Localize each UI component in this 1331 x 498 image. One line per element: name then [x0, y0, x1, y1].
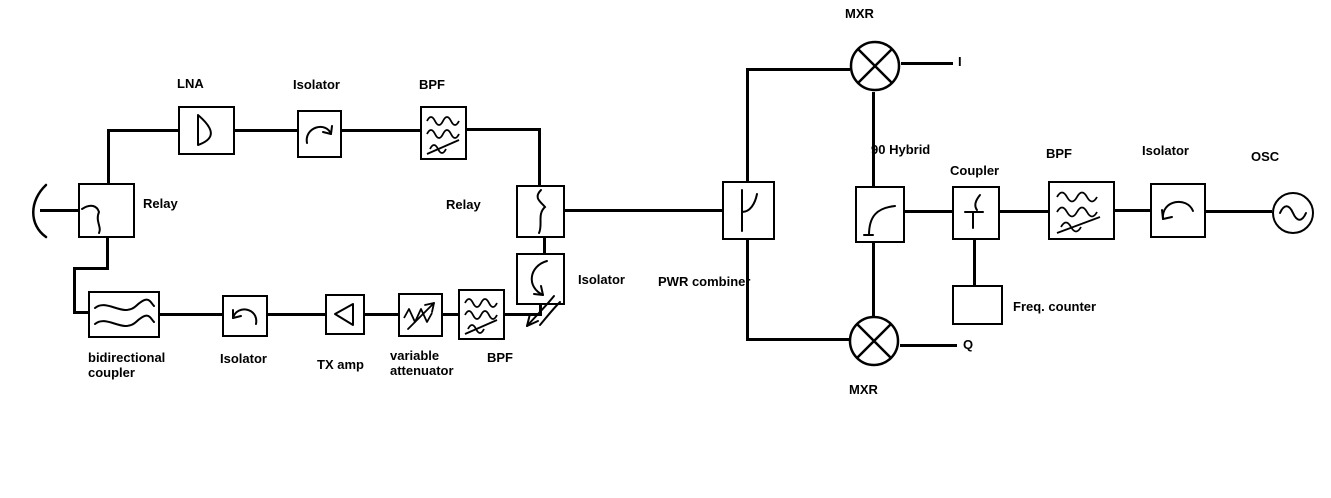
wire-pwr-up: [746, 68, 749, 181]
isolator-lo-label: Isolator: [1142, 143, 1189, 158]
bandpass-filter-icon: [464, 298, 498, 335]
bandpass-filter-icon: [426, 116, 460, 155]
relay-right-box: [516, 185, 565, 238]
isolator-rx-label: Isolator: [293, 77, 340, 92]
bpf-rx-label: BPF: [419, 77, 445, 92]
hybrid-curve-icon: [863, 205, 896, 236]
wire-bpf-corner: [467, 128, 541, 131]
relay-left-label: Relay: [143, 196, 178, 211]
bpf-tx-box: [458, 289, 505, 340]
wire-isolator-bpf: [342, 129, 420, 132]
relay-symbol-icon: [81, 204, 101, 234]
osc-label: OSC: [1251, 149, 1280, 164]
isolator-arrow-icon: [305, 125, 333, 144]
isolator-mid-label: Isolator: [578, 272, 625, 287]
wire-bpftx-right: [505, 313, 542, 316]
pwr-combiner-label: PWR combiner: [658, 274, 751, 289]
amplifier-triangle-icon: [197, 114, 212, 146]
mxr-top-label: MXR: [845, 6, 874, 21]
bpf-rx-box: [420, 106, 467, 160]
mxr-bottom-label: MXR: [849, 382, 878, 397]
mxr-bottom-symbol: [848, 315, 900, 367]
coupler-icon: [964, 194, 984, 229]
wire-mxr-top-hybrid: [872, 92, 875, 186]
lna-box: [178, 106, 235, 155]
bpf-lo-label: BPF: [1046, 146, 1072, 161]
isolator-mid-box: [516, 253, 565, 305]
relay-left-box: [78, 183, 135, 238]
wire-relay2-pwr: [565, 209, 722, 212]
variable-attenuator-label: variable attenuator: [390, 348, 454, 378]
power-combiner-icon: [741, 189, 758, 232]
isolator-tx-label: Isolator: [220, 351, 267, 366]
wire-jog-left: [73, 267, 108, 270]
bpf-tx-label: BPF: [487, 350, 513, 365]
antenna-symbol: [24, 181, 50, 241]
wire-relay1-down: [106, 238, 109, 270]
variable-attenuator-box: [398, 293, 443, 337]
isolator-arrow-icon: [232, 308, 258, 325]
wire-coupler-bpf: [1000, 210, 1048, 213]
isolator-arrow-icon: [1161, 200, 1194, 220]
mixer-circle-x-icon: [849, 40, 901, 92]
pen-scribble-icon: [526, 295, 561, 327]
wire-mxr-top-i: [901, 62, 953, 65]
wire-hybrid-mxr-bottom: [872, 243, 875, 316]
osc-symbol: [1271, 191, 1315, 235]
relay-symbol-icon: [536, 189, 547, 234]
wire-relay1-lna: [107, 129, 178, 132]
wire-jog-down: [73, 267, 76, 314]
wire-isolator-txamp: [268, 313, 325, 316]
wire-lna-isolator: [235, 129, 297, 132]
oscillator-sine-icon: [1272, 192, 1314, 234]
mxr-top-symbol: [849, 40, 901, 92]
bpf-lo-box: [1048, 181, 1115, 240]
antenna-arc-icon: [32, 183, 48, 239]
bidirectional-coupler-box: [88, 291, 160, 338]
wire-txamp-atten: [365, 313, 398, 316]
coupled-lines-icon: [94, 298, 155, 327]
wire-jog-coupler: [73, 311, 88, 314]
isolator-rx-box: [297, 110, 342, 158]
q-port-label: Q: [963, 337, 974, 352]
wire-corner-relay2: [538, 128, 541, 185]
isolator-tx-box: [222, 295, 268, 337]
freq-counter-label: Freq. counter: [1013, 299, 1097, 314]
coupler-label: Coupler: [950, 163, 1000, 178]
wire-hybrid-coupler: [905, 210, 952, 213]
wire-relay2-isolator-mid: [543, 238, 546, 253]
tx-amp-box: [325, 294, 365, 335]
lna-label: LNA: [177, 76, 204, 91]
freq-counter-box: [952, 285, 1003, 325]
amplifier-triangle-icon: [334, 303, 354, 326]
pwr-combiner-box: [722, 181, 775, 240]
wire-pwr-down: [746, 240, 749, 341]
wire-isolator-osc: [1206, 210, 1272, 213]
wire-pwr-mxr-top: [746, 68, 850, 71]
bandpass-filter-icon: [1056, 191, 1101, 234]
relay-right-label: Relay: [446, 197, 481, 212]
hybrid-90-box: [855, 186, 905, 243]
wire-bicoupler-isolator: [160, 313, 222, 316]
hybrid-90-label: 90 Hybrid: [871, 142, 931, 157]
coupler-box: [952, 186, 1000, 240]
wire-antenna-relay: [40, 209, 78, 212]
wire-relay1-up: [107, 130, 110, 183]
wire-mxr-bottom-q: [900, 344, 957, 347]
wire-bpf-isolator-lo: [1115, 209, 1150, 212]
scribble-arrow: [522, 294, 566, 336]
variable-attenuator-icon: [403, 302, 435, 330]
tx-amp-label: TX amp: [317, 357, 364, 372]
mixer-circle-x-icon: [848, 315, 900, 367]
isolator-arrow-icon: [530, 260, 548, 296]
wire-coupler-freqcounter: [973, 240, 976, 285]
wire-pwr-mxr-bottom: [746, 338, 850, 341]
i-port-label: I: [958, 54, 962, 69]
wire-atten-bpf: [443, 313, 458, 316]
isolator-lo-box: [1150, 183, 1206, 238]
bidirectional-coupler-label: bidirectional coupler: [88, 350, 166, 380]
